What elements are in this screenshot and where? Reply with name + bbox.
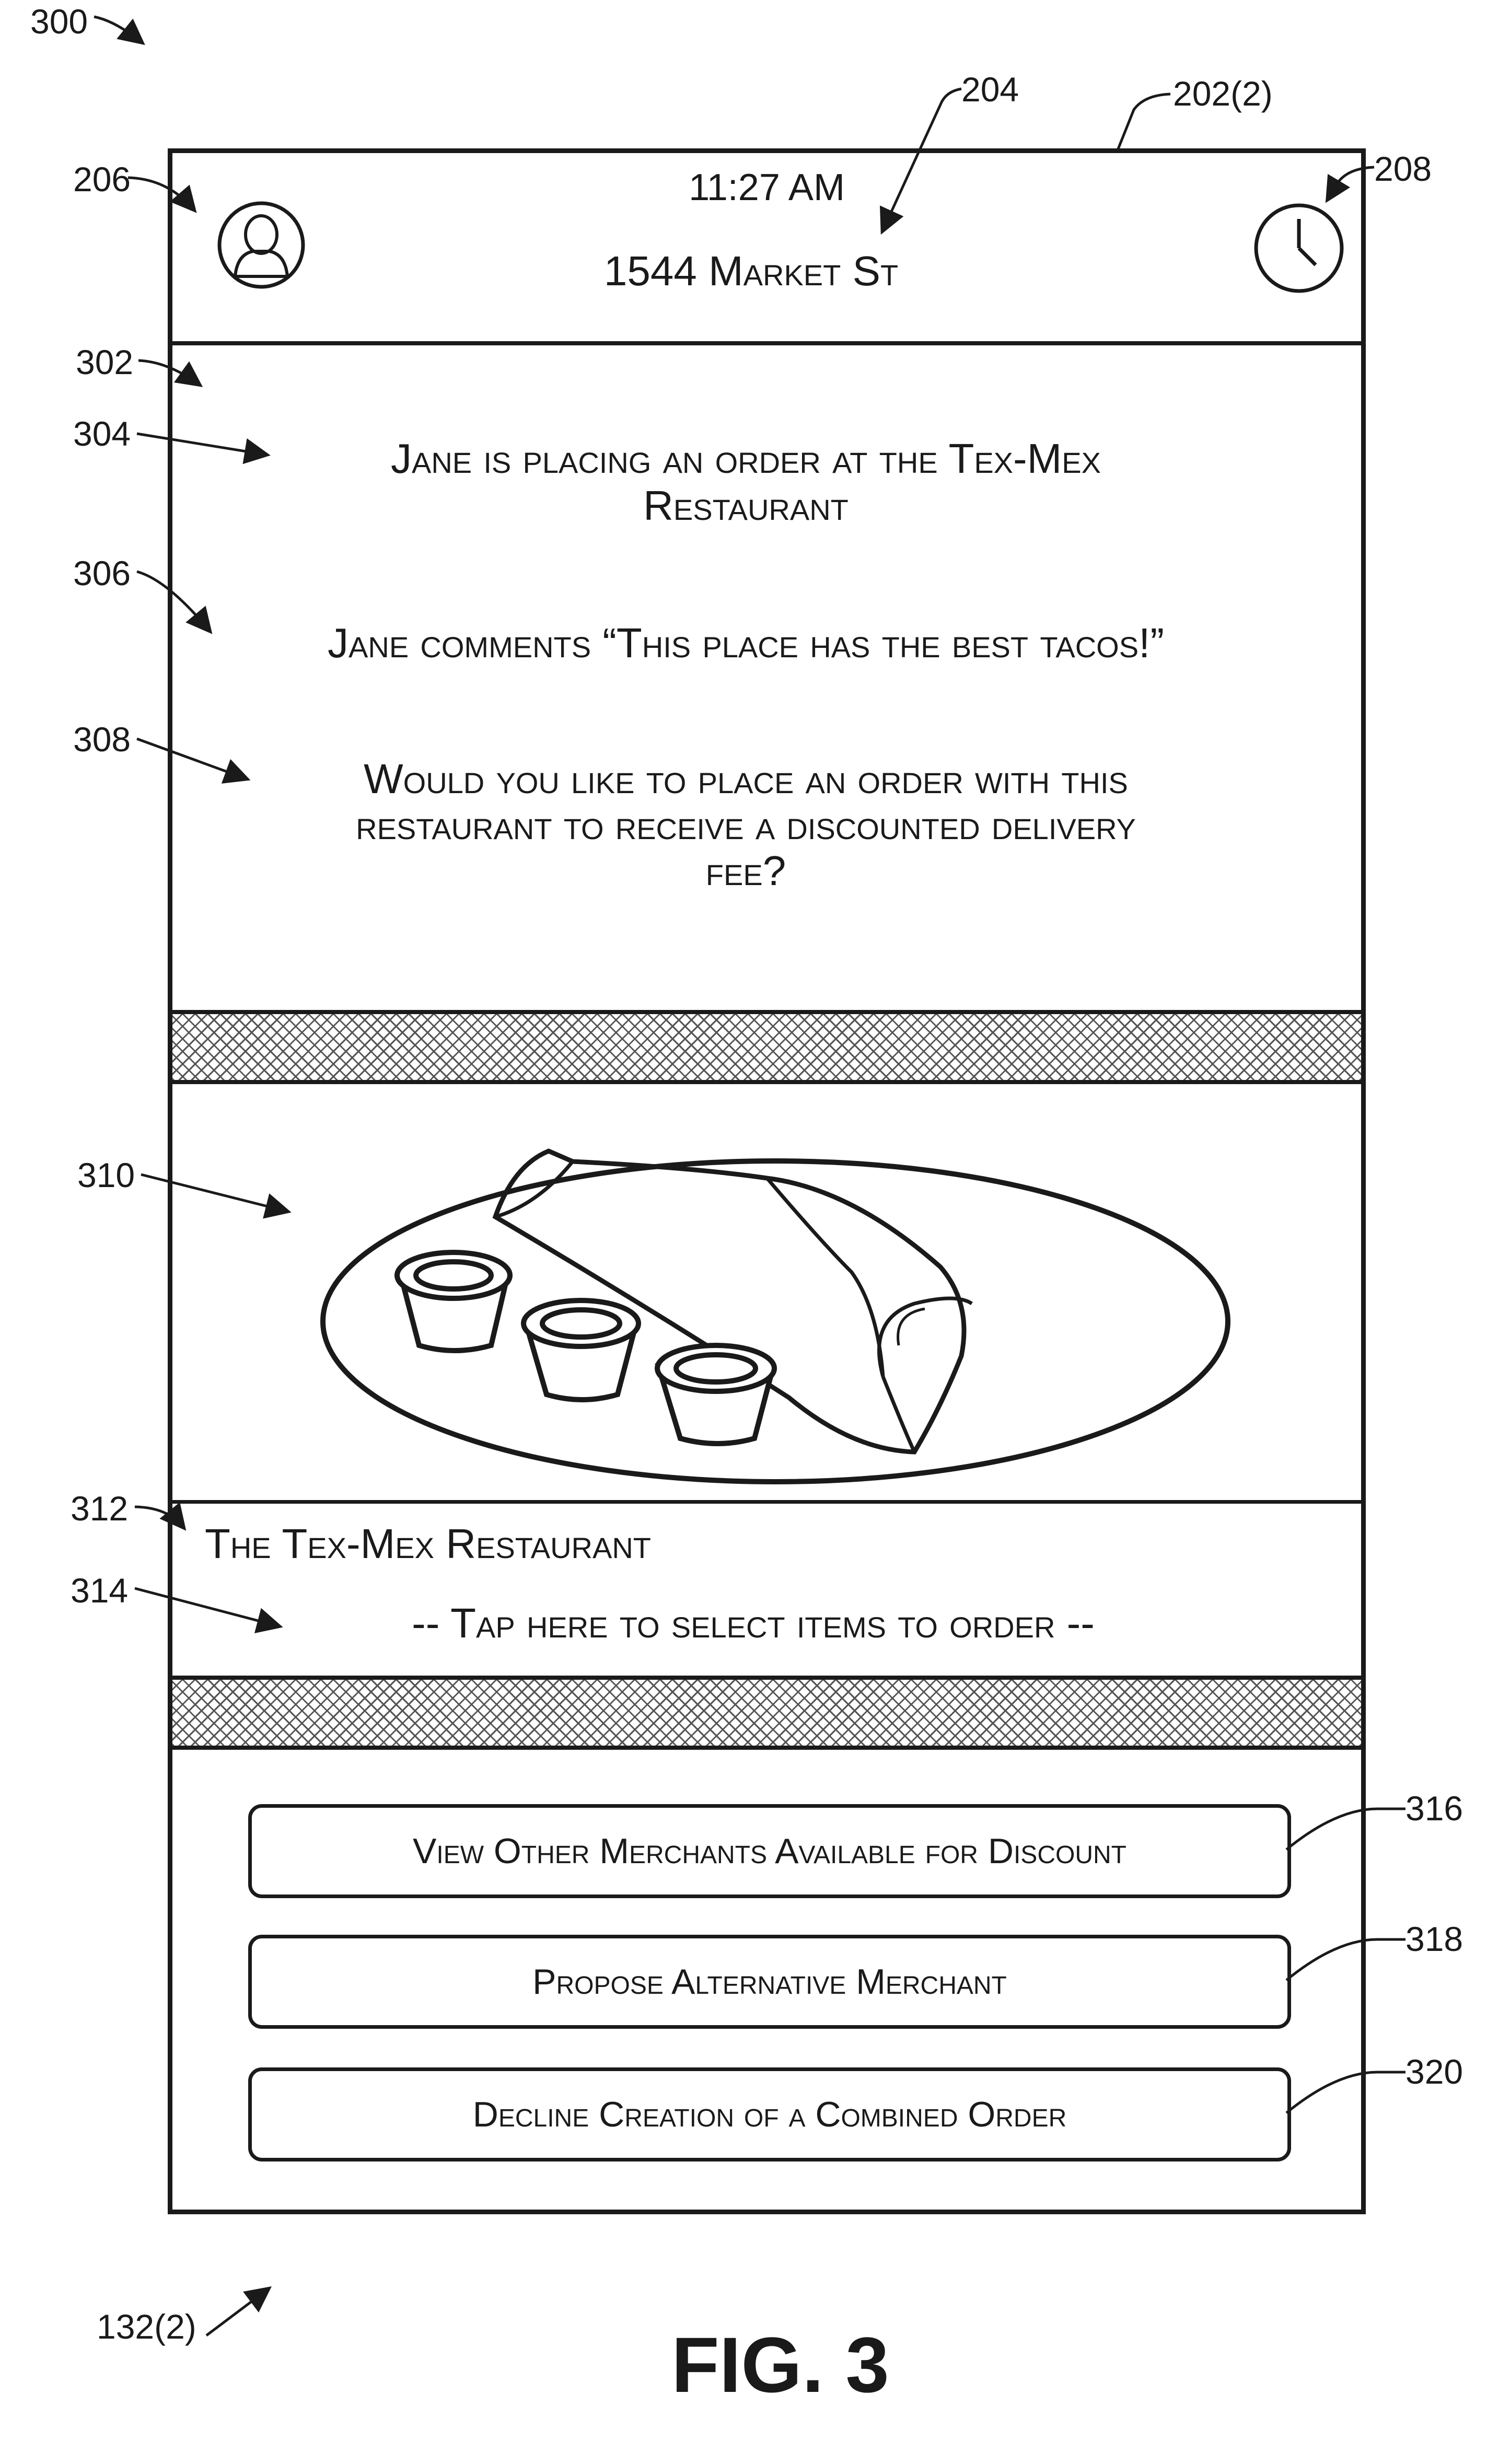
question-line-1: Would you like to place an order with th… — [364, 756, 1128, 802]
question-line-2: restaurant to receive a discounted deliv… — [356, 801, 1136, 848]
header-time: 11:27 AM — [689, 167, 845, 208]
ref-310: 310 — [77, 1156, 135, 1194]
ref-300: 300 — [30, 2, 88, 41]
profile-icon[interactable] — [216, 200, 306, 290]
figure-label: FIG. 3 — [671, 2321, 889, 2409]
hatched-divider-top — [172, 1010, 1361, 1084]
header-address: 1544 Market St — [603, 248, 899, 294]
ref-302: 302 — [76, 343, 134, 381]
order-placing-text: Jane is placing an order at the Tex-Mex … — [152, 435, 1340, 529]
select-items-link[interactable]: -- Tap here to select items to order -- — [412, 1600, 1095, 1646]
comment-text: Jane comments “This place has the best t… — [328, 620, 1164, 666]
order-placing-line-2: Restaurant — [643, 482, 849, 529]
image-divider — [172, 1500, 1361, 1504]
ref-314: 314 — [71, 1571, 129, 1610]
decline-combined-order-button[interactable]: Decline Creation of a Combined Order — [248, 2067, 1291, 2161]
ref-132: 132(2) — [97, 2307, 196, 2346]
ref-208: 208 — [1374, 149, 1432, 188]
salsa-cup-2 — [521, 1298, 641, 1402]
ref-316: 316 — [1406, 1789, 1463, 1828]
order-placing-line-1: Jane is placing an order at the Tex-Mex — [390, 435, 1101, 482]
ref-308: 308 — [73, 720, 131, 759]
ref-306: 306 — [73, 554, 131, 592]
view-other-merchants-button[interactable]: View Other Merchants Available for Disco… — [248, 1804, 1291, 1898]
propose-alternative-merchant-button[interactable]: Propose Alternative Merchant — [248, 1935, 1291, 2029]
device-screen: 11:27 AM 1544 Market St Jane is placing … — [168, 148, 1366, 2214]
question-line-3: fee? — [705, 847, 786, 894]
discount-question-text: Would you like to place an order with th… — [152, 756, 1340, 894]
ref-304: 304 — [73, 414, 131, 453]
ref-202: 202(2) — [1173, 74, 1273, 113]
ref-312: 312 — [71, 1489, 129, 1528]
merchant-name: The Tex-Mex Restaurant — [205, 1520, 651, 1567]
clock-icon[interactable] — [1252, 201, 1346, 295]
ref-318: 318 — [1406, 1920, 1463, 1958]
salsa-cup-3 — [655, 1343, 777, 1446]
header-divider — [172, 341, 1361, 345]
burrito-plate-illustration — [320, 1148, 1230, 1484]
merchant-image[interactable] — [172, 1084, 1361, 1500]
ref-204: 204 — [961, 70, 1019, 109]
salsa-cup-1 — [394, 1250, 513, 1353]
ref-206: 206 — [73, 160, 131, 199]
hatched-divider-bottom — [172, 1676, 1361, 1750]
ref-320: 320 — [1406, 2052, 1463, 2091]
